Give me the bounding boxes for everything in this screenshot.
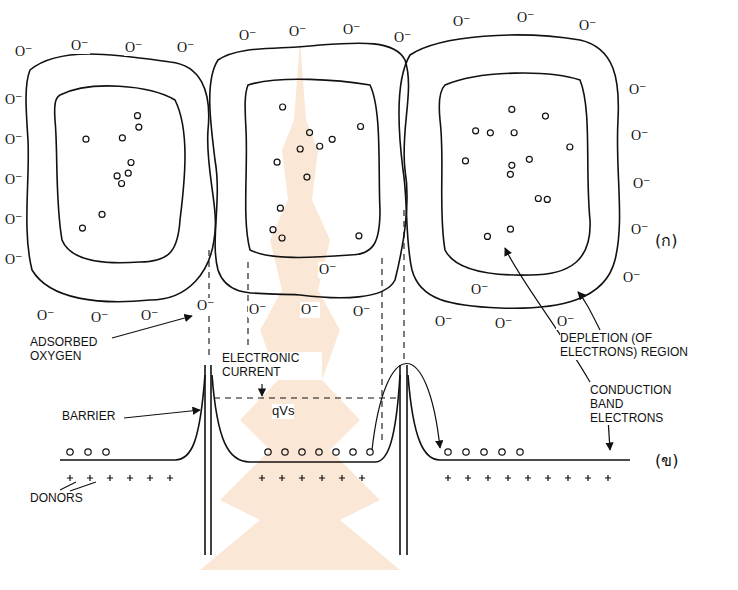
adsorbed-ion: O⁻ <box>90 310 110 326</box>
callout-label: DONORS <box>30 492 83 506</box>
panel-label: (ก) <box>655 232 677 250</box>
adsorbed-ion: O⁻ <box>4 252 24 268</box>
adsorbed-ion: O⁻ <box>4 92 24 108</box>
depletion-boundary <box>439 73 590 275</box>
callout-label: DEPLETION (OF ELECTRONS) REGION <box>560 332 710 360</box>
adsorbed-ion: O⁻ <box>452 14 472 30</box>
band-carriers <box>67 449 611 481</box>
adsorbed-ion: O⁻ <box>124 40 144 56</box>
adsorbed-ion: O⁻ <box>196 298 216 314</box>
grain-outline <box>399 35 620 308</box>
adsorbed-ion: O⁻ <box>342 22 362 38</box>
adsorbed-ion: O⁻ <box>628 82 648 98</box>
watermark <box>200 40 400 570</box>
depletion-boundary <box>245 79 380 257</box>
adsorbed-ion: O⁻ <box>622 270 642 286</box>
grain-outline <box>26 54 215 302</box>
adsorbed-ion: O⁻ <box>14 44 34 60</box>
adsorbed-ion: O⁻ <box>318 262 338 278</box>
callout-label: ADSORBED OXYGEN <box>30 336 112 364</box>
barrier-height: qVs <box>272 404 294 419</box>
adsorbed-ion: O⁻ <box>516 10 536 26</box>
adsorbed-ion: O⁻ <box>140 308 160 324</box>
adsorbed-ion: O⁻ <box>630 128 650 144</box>
adsorbed-ion: O⁻ <box>393 30 413 46</box>
adsorbed-ion: O⁻ <box>4 132 24 148</box>
adsorbed-ion: O⁻ <box>70 38 90 54</box>
adsorbed-ion: O⁻ <box>352 304 372 320</box>
callout-label: BARRIER <box>62 410 115 424</box>
adsorbed-ion: O⁻ <box>4 172 24 188</box>
adsorbed-ion: O⁻ <box>238 28 258 44</box>
depletion-boundary <box>55 86 185 263</box>
adsorbed-ion: O⁻ <box>494 316 514 332</box>
adsorbed-ion: O⁻ <box>288 24 308 40</box>
adsorbed-ion: O⁻ <box>556 314 576 330</box>
adsorbed-ion: O⁻ <box>578 18 598 34</box>
adsorbed-ion: O⁻ <box>36 308 56 324</box>
electron-dots <box>79 104 572 241</box>
band-diagram <box>60 365 630 555</box>
adsorbed-ion: O⁻ <box>632 176 652 192</box>
adsorbed-ion: O⁻ <box>434 314 454 330</box>
adsorbed-ion: O⁻ <box>470 282 490 298</box>
adsorbed-ion: O⁻ <box>176 40 196 56</box>
projection-lines <box>209 210 404 440</box>
grain-outline <box>210 43 409 298</box>
adsorbed-ion: O⁻ <box>248 302 268 318</box>
callout-label: CONDUCTION BAND ELECTRONS <box>590 384 690 425</box>
leader-lines <box>60 248 610 491</box>
adsorbed-ion: O⁻ <box>630 222 650 238</box>
callout-label: ELECTRONIC CURRENT <box>222 352 322 380</box>
adsorbed-ion: O⁻ <box>4 212 24 228</box>
panel-label: (ข) <box>655 452 678 470</box>
adsorbed-ion: O⁻ <box>300 302 320 318</box>
